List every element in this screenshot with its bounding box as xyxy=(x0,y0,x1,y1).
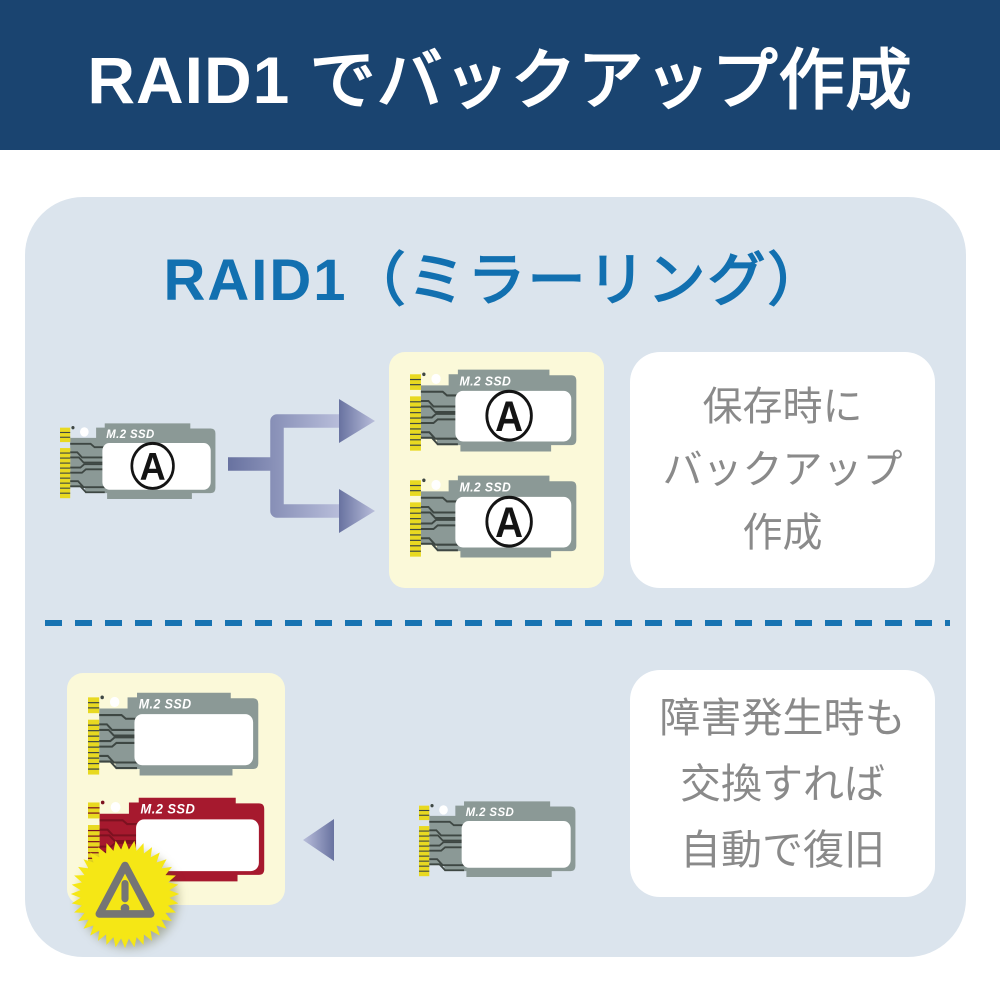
m2-ssd-mirror-2: M.2 SSD A xyxy=(410,472,578,564)
svg-text:M.2 SSD: M.2 SSD xyxy=(141,801,196,816)
m2-ssd-replacement: M.2 SSD xyxy=(419,798,577,883)
branch-arrow-icon xyxy=(228,399,375,533)
svg-text:M.2 SSD: M.2 SSD xyxy=(139,696,192,712)
svg-text:A: A xyxy=(495,393,523,441)
caption-line: 保存時に xyxy=(702,384,863,429)
page-title: RAID1 でバックアップ作成 xyxy=(87,43,913,117)
caption-line: 交換すれば xyxy=(680,760,885,807)
warning-icon xyxy=(70,839,180,949)
header-banner: RAID1 でバックアップ作成 xyxy=(0,0,1000,150)
caption-line: 作成 xyxy=(742,510,823,555)
raid1-diagram-panel: RAID1（ミラーリング） M.2 SSD A xyxy=(25,197,966,957)
svg-text:M.2 SSD: M.2 SSD xyxy=(460,373,512,389)
dashed-divider xyxy=(45,620,950,626)
m2-ssd-source: M.2 SSD A xyxy=(60,420,217,505)
caption-box-backup: 保存時に バックアップ 作成 xyxy=(630,352,935,588)
m2-ssd-healthy: M.2 SSD xyxy=(88,689,260,782)
caption-line: バックアップ xyxy=(662,447,903,492)
svg-text:M.2 SSD: M.2 SSD xyxy=(466,804,515,819)
caption-line: 障害発生時も xyxy=(659,694,906,741)
mirror-pair-highlight-box: M.2 SSD A M.2 SSD A xyxy=(389,352,604,588)
svg-text:M.2 SSD: M.2 SSD xyxy=(460,479,512,495)
svg-text:M.2 SSD: M.2 SSD xyxy=(106,426,154,441)
caption-box-recovery: 障害発生時も 交換すれば 自動で復旧 xyxy=(630,670,935,897)
panel-title: RAID1（ミラーリング） xyxy=(163,248,828,313)
svg-text:A: A xyxy=(140,445,166,489)
caption-line: 自動で復旧 xyxy=(680,826,885,873)
replace-arrow-icon xyxy=(303,819,394,861)
svg-text:A: A xyxy=(495,499,523,547)
m2-ssd-mirror-1: M.2 SSD A xyxy=(410,366,578,458)
